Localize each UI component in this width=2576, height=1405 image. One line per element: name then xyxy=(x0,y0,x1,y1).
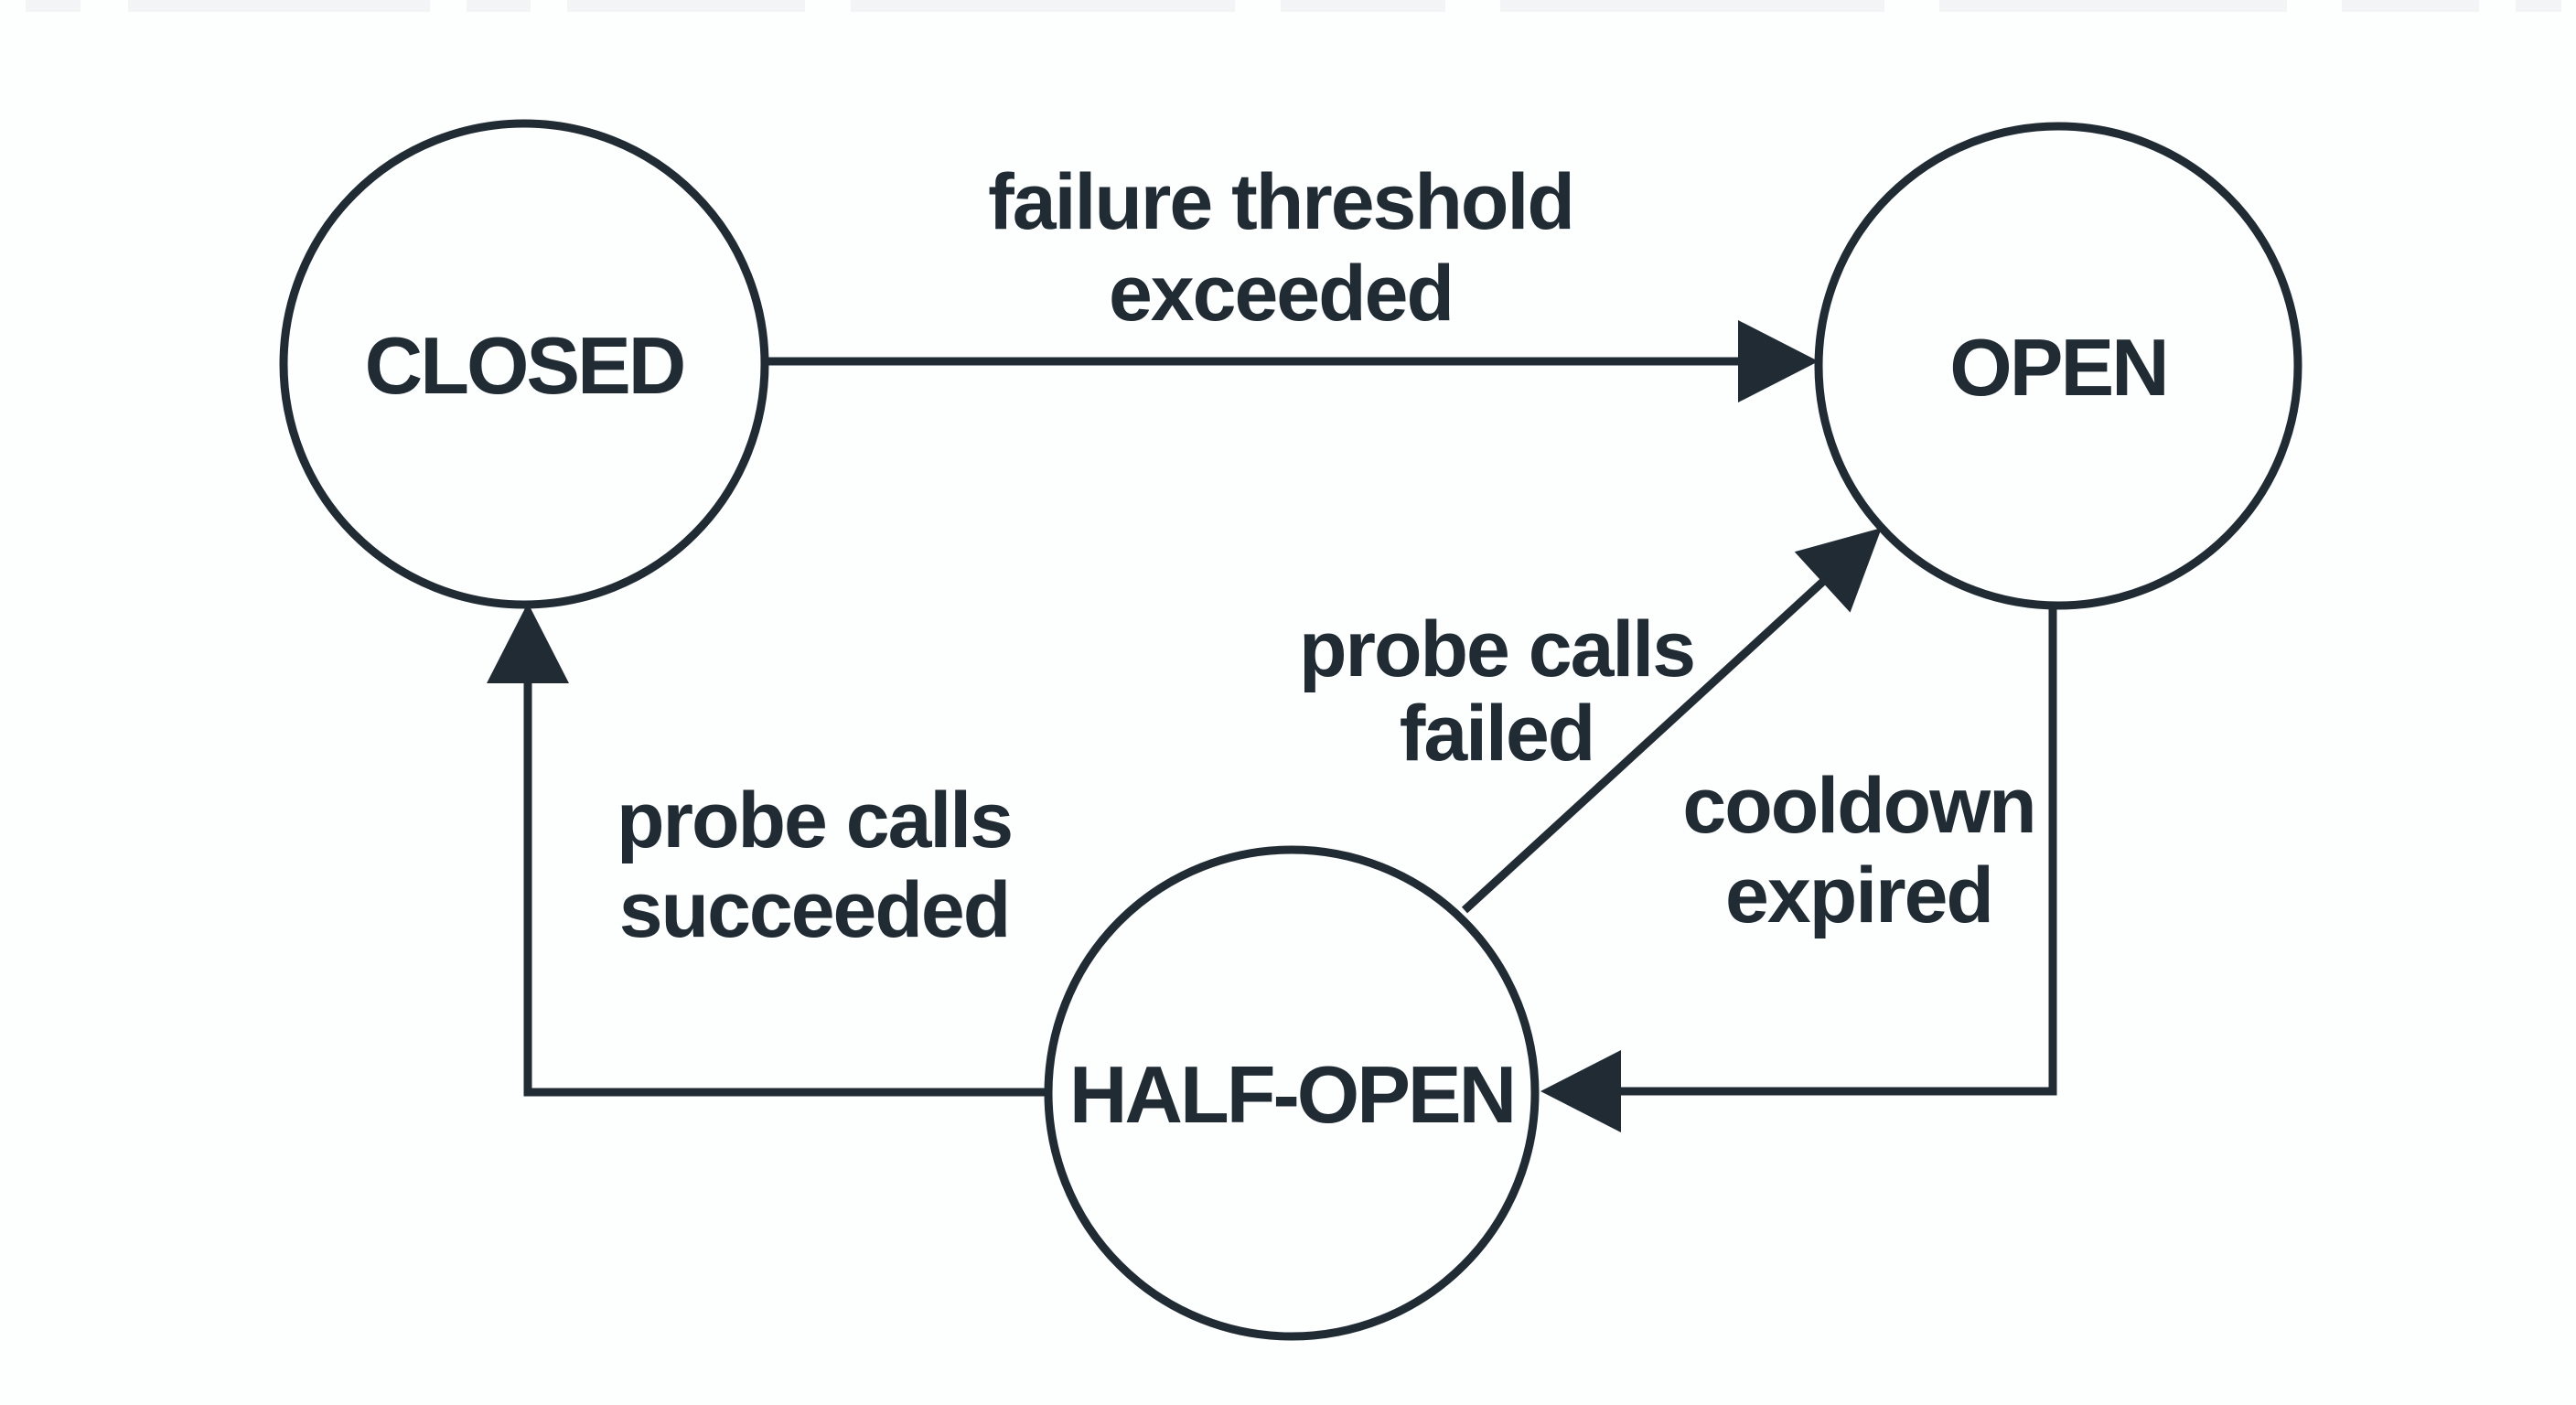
artifact-segment xyxy=(567,0,805,12)
state-label-half-open: HALF-OPEN xyxy=(1069,1049,1514,1140)
artifact-segment xyxy=(2516,0,2561,12)
transition-line-open-to-half-open xyxy=(1619,604,2057,1096)
state-label-open: OPEN xyxy=(1949,322,2166,413)
state-circle-open xyxy=(1814,122,2302,610)
top-edge-artifact xyxy=(26,0,2561,12)
artifact-segment xyxy=(1939,0,2287,12)
state-node-half-open: HALF-OPEN xyxy=(1044,845,1540,1341)
transition-label-line: probe calls xyxy=(1299,606,1694,693)
arrowhead-open-to-half-open xyxy=(1540,1050,1621,1132)
arrowhead-half-open-to-closed xyxy=(487,603,569,683)
transition-label-line: probe calls xyxy=(617,777,1012,864)
transition-label-line: expired xyxy=(1725,852,1992,939)
artifact-segment xyxy=(2342,0,2479,12)
state-label-closed: CLOSED xyxy=(365,320,684,411)
state-circle-half-open xyxy=(1044,845,1540,1341)
artifact-segment xyxy=(1500,0,1884,12)
arrowhead-closed-to-open xyxy=(1738,320,1819,402)
transition-line-half-open-to-closed xyxy=(523,681,1048,1097)
artifact-segment xyxy=(851,0,1235,12)
artifact-segment xyxy=(1281,0,1445,12)
artifact-segment xyxy=(467,0,531,12)
transition-label-line: succeeded xyxy=(619,866,1010,954)
state-node-open: OPEN xyxy=(1814,122,2302,610)
transition-line-half-open-to-open xyxy=(1461,577,1827,914)
transition-label-line: failure threshold xyxy=(988,158,1573,246)
transition-label-line: exceeded xyxy=(1109,250,1453,338)
artifact-segment xyxy=(128,0,430,12)
arrowhead-half-open-to-open xyxy=(1794,528,1882,613)
transition-label-line: cooldown xyxy=(1682,762,2034,850)
artifact-segment xyxy=(26,0,80,12)
state-circle-closed xyxy=(279,119,769,609)
transition-label-line: failed xyxy=(1400,690,1594,778)
state-node-closed: CLOSED xyxy=(279,119,769,609)
